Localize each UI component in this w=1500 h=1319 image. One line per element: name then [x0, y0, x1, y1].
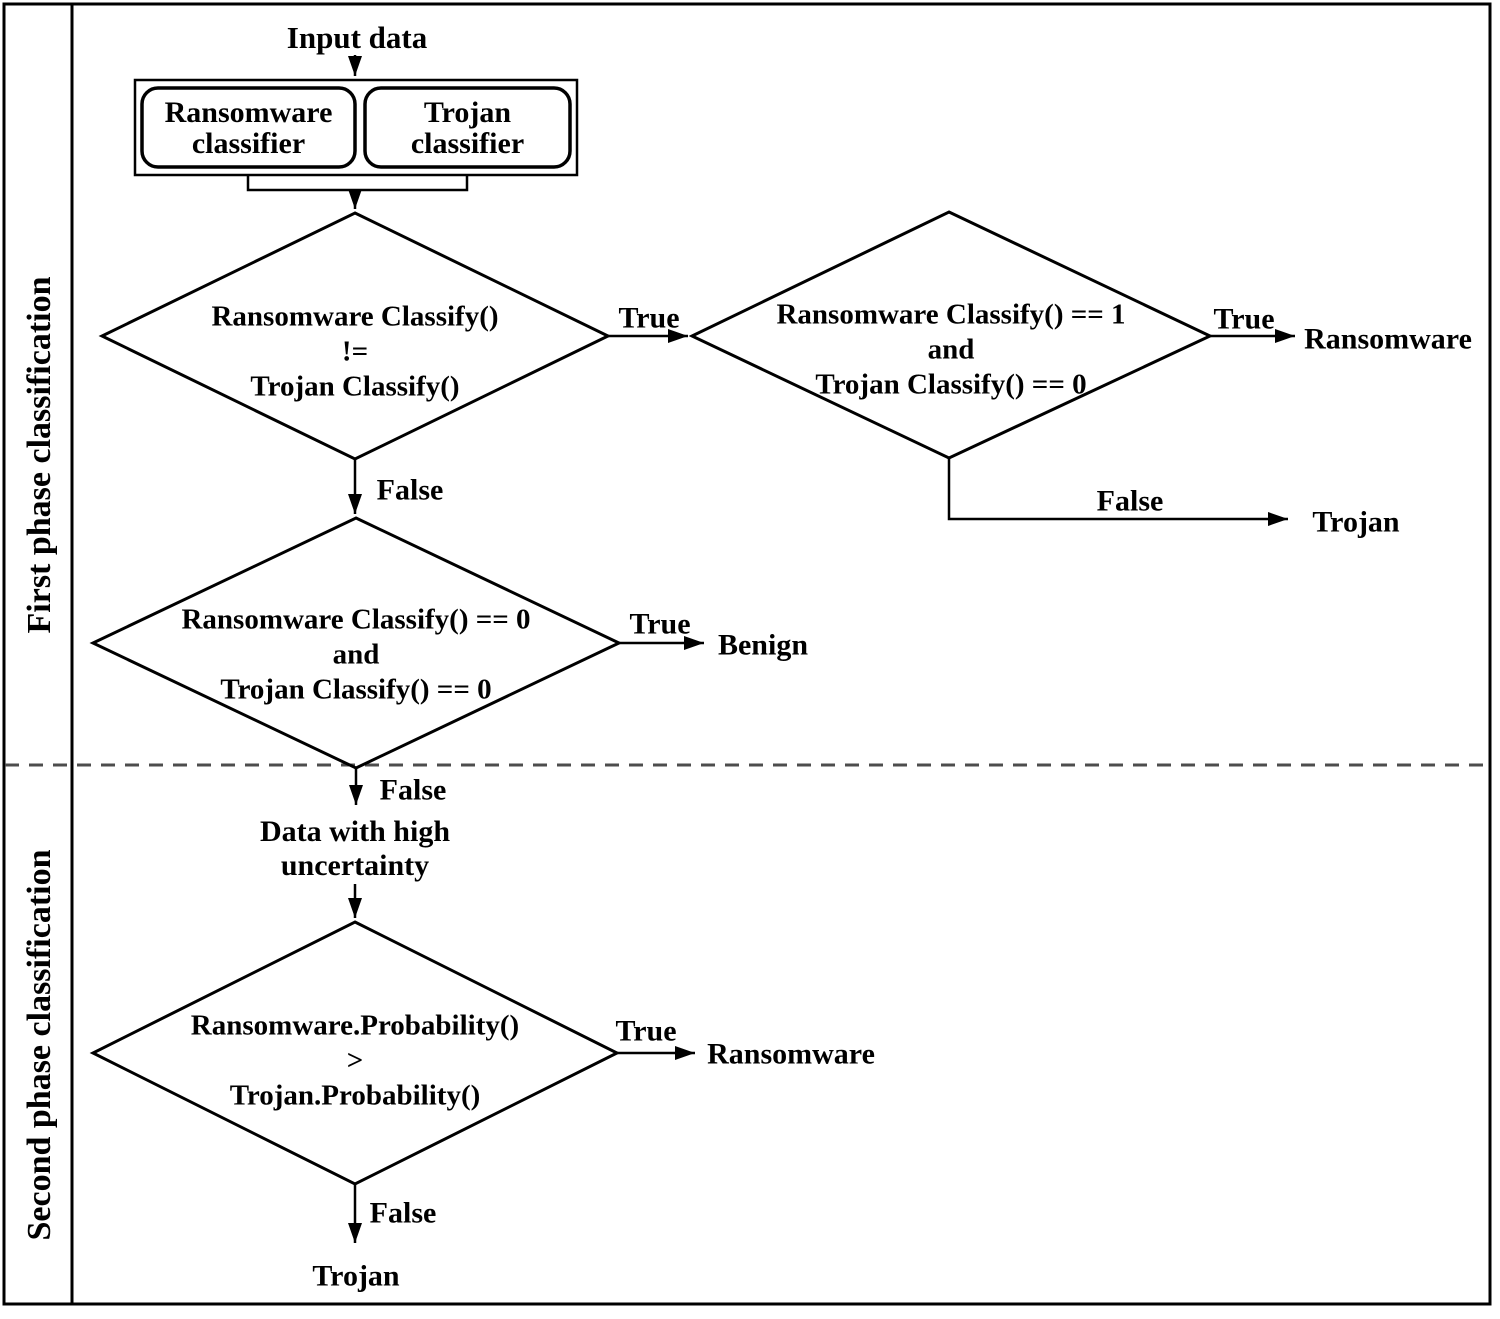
trojan-classifier-label: Trojan classifier: [365, 88, 570, 167]
decision1-line1: Ransomware Classify(): [211, 300, 499, 333]
edge-d4-false-label: False: [369, 1196, 437, 1230]
decision1-line2: !=: [341, 335, 369, 368]
edge-d1-false-label: False: [376, 473, 444, 507]
edge-d1-true-label: True: [618, 301, 680, 335]
sidebar-phase2-label: Second phase classification: [21, 849, 58, 1241]
edge-d3-false-label: False: [379, 773, 447, 807]
decision3-line3: Trojan Classify() == 0: [220, 673, 492, 706]
edge-d3-true-label: True: [629, 607, 691, 641]
decision3-label: Ransomware Classify() == 0 and Trojan Cl…: [181, 603, 530, 708]
decision2-label: Ransomware Classify() == 1 and Trojan Cl…: [776, 298, 1125, 403]
sidebar-phase1-label: First phase classification: [21, 276, 58, 634]
decision4-line1: Ransomware.Probability(): [190, 1009, 520, 1042]
input-data-label: Input data: [286, 19, 428, 55]
outcome-benign-label: Benign: [717, 628, 809, 662]
ransomware-classifier-label: Ransomware classifier: [142, 88, 355, 167]
merge-bracket: [246, 176, 469, 192]
outcome-ransomware-phase1-label: Ransomware: [1304, 322, 1472, 356]
uncertainty-label: Data with high uncertainty: [260, 815, 450, 883]
decision1-line3: Trojan Classify(): [250, 370, 460, 403]
outcome-trojan-phase1-label: Trojan: [1312, 505, 1400, 539]
trojan-classifier-box: [363, 86, 572, 169]
decision2-line3: Trojan Classify() == 0: [815, 368, 1087, 401]
ransomware-classifier-box: [140, 86, 357, 169]
decision4-line3: Trojan.Probability(): [229, 1079, 481, 1112]
outcome-trojan-phase2-label: Trojan: [312, 1259, 400, 1293]
decision1-label: Ransomware Classify() != Trojan Classify…: [211, 300, 498, 405]
uncertainty-line1: Data with high: [259, 815, 451, 848]
decision3-line1: Ransomware Classify() == 0: [181, 603, 531, 636]
decision4-line2: >: [346, 1044, 364, 1077]
decision2-line1: Ransomware Classify() == 1: [776, 298, 1126, 331]
edge-d2-true-label: True: [1213, 302, 1275, 336]
decision2-line2: and: [927, 333, 975, 366]
outcome-ransomware-phase2-label: Ransomware: [707, 1037, 875, 1071]
decision3-line2: and: [332, 638, 380, 671]
uncertainty-line2: uncertainty: [280, 849, 430, 882]
edge-d2-false-label: False: [1096, 484, 1164, 518]
edge-d4-true-label: True: [615, 1014, 677, 1048]
ransomware-classifier-text: Ransomware classifier: [164, 95, 333, 160]
decision4-label: Ransomware.Probability() > Trojan.Probab…: [191, 1009, 519, 1114]
classifier-container-box: [133, 78, 579, 177]
trojan-classifier-text: Trojan classifier: [410, 95, 525, 160]
arrow-d2-false: [947, 458, 1288, 526]
